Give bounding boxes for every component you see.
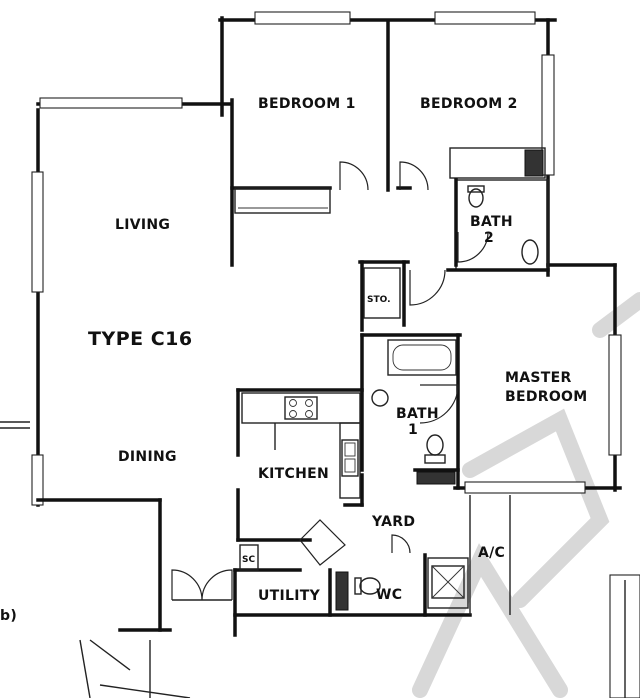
master-label-line2: BEDROOM (505, 389, 587, 405)
bedroom2-door (399, 161, 429, 191)
ac-label: A/C (478, 545, 505, 561)
adjacent-unit-lines (0, 421, 640, 698)
bath1-label-line1: BATH (396, 406, 439, 422)
kitchen-counter (241, 392, 361, 424)
shelter-label: SC (242, 555, 255, 565)
master-window-bottom (464, 481, 586, 494)
kitchen-fixtures (241, 392, 361, 499)
type-label: TYPE C16 (88, 328, 193, 350)
wc-toilet (359, 577, 381, 595)
living-window-top (39, 97, 183, 109)
utility-fixtures (239, 544, 469, 611)
wc-label: WC (376, 587, 402, 603)
bathtub (387, 339, 457, 376)
yard-label: YARD (371, 514, 415, 530)
living-window-left (31, 171, 44, 293)
bath2-label-line1: BATH (470, 214, 513, 230)
bedroom1-label: BEDROOM 1 (258, 96, 356, 112)
doors (171, 161, 489, 601)
dining-window-left (31, 454, 44, 506)
kitchen-label: KITCHEN (258, 466, 329, 482)
bath1-basin (371, 389, 389, 407)
bath2-door (457, 231, 489, 263)
living-label: LIVING (115, 217, 170, 233)
master-label-line1: MASTER (505, 370, 572, 386)
yard-door (391, 534, 411, 554)
ac-unit (431, 565, 465, 599)
bath1-door (419, 384, 459, 424)
kitchen-folding-door (299, 519, 346, 566)
exterior-walls (31, 11, 622, 637)
bath2-fixtures (467, 185, 539, 265)
ac-ledge (427, 557, 469, 609)
kitchen-counter-side (339, 422, 361, 499)
utility-label: UTILITY (258, 588, 321, 604)
bath1-label-line2: 1 (408, 422, 418, 438)
bedroom2-window-right (541, 54, 555, 176)
interior-walls (230, 20, 550, 617)
bath2-label-line2: 2 (484, 230, 494, 246)
bedroom2-cabinet (524, 149, 544, 177)
bedroom1-window (254, 11, 351, 25)
bath2-toilet (468, 188, 484, 208)
store-label: STO. (367, 295, 391, 305)
kitchen-sink (341, 439, 359, 477)
bedroom1-door (339, 161, 369, 191)
bedroom2-label: BEDROOM 2 (420, 96, 518, 112)
master-door (409, 269, 446, 306)
master-window-right (608, 334, 622, 456)
bedroom2-window (434, 11, 536, 25)
edge-fragment: b) (0, 608, 17, 624)
dining-label: DINING (118, 449, 177, 465)
main-door (171, 569, 233, 601)
bath1-toilet (426, 434, 444, 456)
watermark (412, 292, 640, 698)
utility-cabinet (335, 571, 349, 611)
bath1-fixtures (371, 339, 457, 485)
bath2-basin (521, 239, 539, 265)
hob (284, 396, 318, 420)
room-labels: BEDROOM 1 BEDROOM 2 LIVING TYPE C16 DINI… (0, 96, 587, 624)
